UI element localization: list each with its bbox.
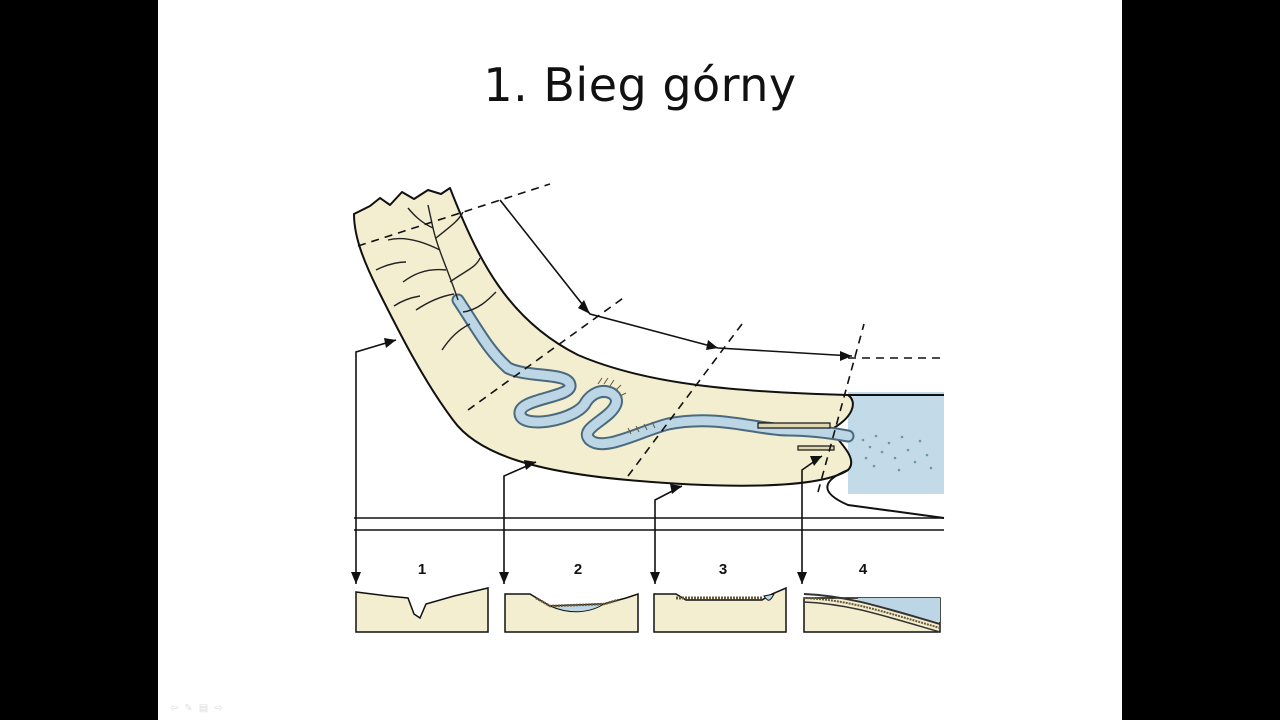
section-label-3: 3: [719, 561, 727, 578]
cross-section-4: [803, 593, 941, 633]
slide: 1. Bieg górny: [158, 0, 1122, 720]
section-label-2: 2: [574, 561, 582, 578]
section-boundaries: [357, 183, 944, 493]
cross-section-2: [504, 592, 639, 633]
lake: [848, 392, 944, 494]
river-water: [453, 295, 853, 449]
slide-controls: ⇦ ✎ ▤ ⇨: [170, 703, 223, 714]
lower-rim: [826, 469, 945, 519]
top-section-arrows: [499, 199, 853, 357]
section-label-4: 4: [859, 561, 868, 578]
lake-stipple: [861, 434, 933, 472]
river-course-diagram: 1 2 3 4: [351, 183, 945, 633]
cross-section-3: [653, 586, 787, 633]
cross-section-1: [355, 587, 489, 633]
next-arrow-icon[interactable]: ⇨: [214, 703, 223, 714]
pen-icon[interactable]: ✎: [184, 703, 193, 714]
levee-lower: [797, 445, 835, 451]
top-arrowheads: [578, 300, 852, 361]
levee-upper: [757, 422, 831, 429]
valley-band: [353, 187, 854, 487]
prev-arrow-icon[interactable]: ⇦: [170, 703, 179, 714]
leader-arrowheads: [351, 338, 822, 584]
slide-title: 1. Bieg górny: [483, 58, 797, 112]
tributaries: [375, 204, 497, 351]
section-label-1: 1: [418, 561, 426, 578]
menu-icon[interactable]: ▤: [198, 703, 209, 714]
bank-hatching: [597, 377, 656, 435]
